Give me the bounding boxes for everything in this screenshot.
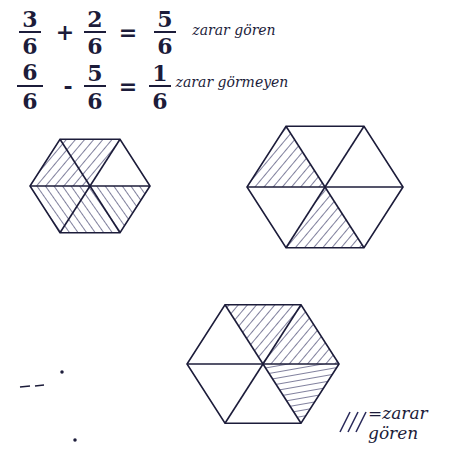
hatched-sector bbox=[30, 186, 90, 233]
note-text: zarar görmeyen bbox=[176, 75, 289, 89]
hexagon-diagonal bbox=[286, 126, 364, 248]
note-text: zarar gören bbox=[192, 23, 275, 37]
legend: =zarar gören bbox=[338, 404, 450, 443]
fraction-term: 6 bbox=[152, 90, 167, 112]
fraction-term: 6 bbox=[22, 90, 37, 112]
hexagon bbox=[30, 139, 150, 233]
hexagon-diagonal bbox=[60, 139, 120, 233]
hatched-sector bbox=[263, 364, 339, 423]
hexagon-outline bbox=[247, 126, 403, 248]
fraction-term: 2 bbox=[87, 8, 102, 30]
fraction-bars bbox=[17, 32, 176, 86]
fraction-term: 5 bbox=[157, 8, 172, 30]
hexagon-diagonal bbox=[286, 126, 364, 248]
hatched-sector bbox=[286, 187, 364, 248]
hexagon-diagonal bbox=[225, 305, 301, 423]
fraction-term: 3 bbox=[22, 8, 37, 30]
fraction-term: 6 bbox=[22, 35, 37, 57]
fraction-term: = bbox=[119, 75, 137, 97]
fraction-term: 1 bbox=[152, 62, 167, 84]
hatched-sector bbox=[263, 305, 339, 364]
hexagon bbox=[187, 305, 339, 423]
hatched-sector bbox=[60, 139, 120, 186]
fraction-term: 6 bbox=[87, 90, 102, 112]
hatched-sector bbox=[247, 126, 325, 187]
fraction-term: + bbox=[56, 21, 74, 43]
hexagon-outline bbox=[187, 305, 339, 423]
fraction-term: 6 bbox=[22, 61, 37, 83]
hexagon-outline bbox=[30, 139, 150, 233]
fraction-term: - bbox=[63, 75, 72, 97]
legend-hatch bbox=[340, 412, 366, 432]
fraction-term: 6 bbox=[157, 35, 172, 57]
fraction-term: = bbox=[119, 21, 137, 43]
hexagon bbox=[247, 126, 403, 248]
fraction-term: 5 bbox=[87, 62, 102, 84]
hexagon-diagonal bbox=[60, 139, 120, 233]
fraction-term: 6 bbox=[87, 35, 102, 57]
hexagon-diagonal bbox=[225, 305, 301, 423]
legend-text: =zarar gören bbox=[368, 404, 450, 443]
stray-marks bbox=[20, 371, 76, 441]
